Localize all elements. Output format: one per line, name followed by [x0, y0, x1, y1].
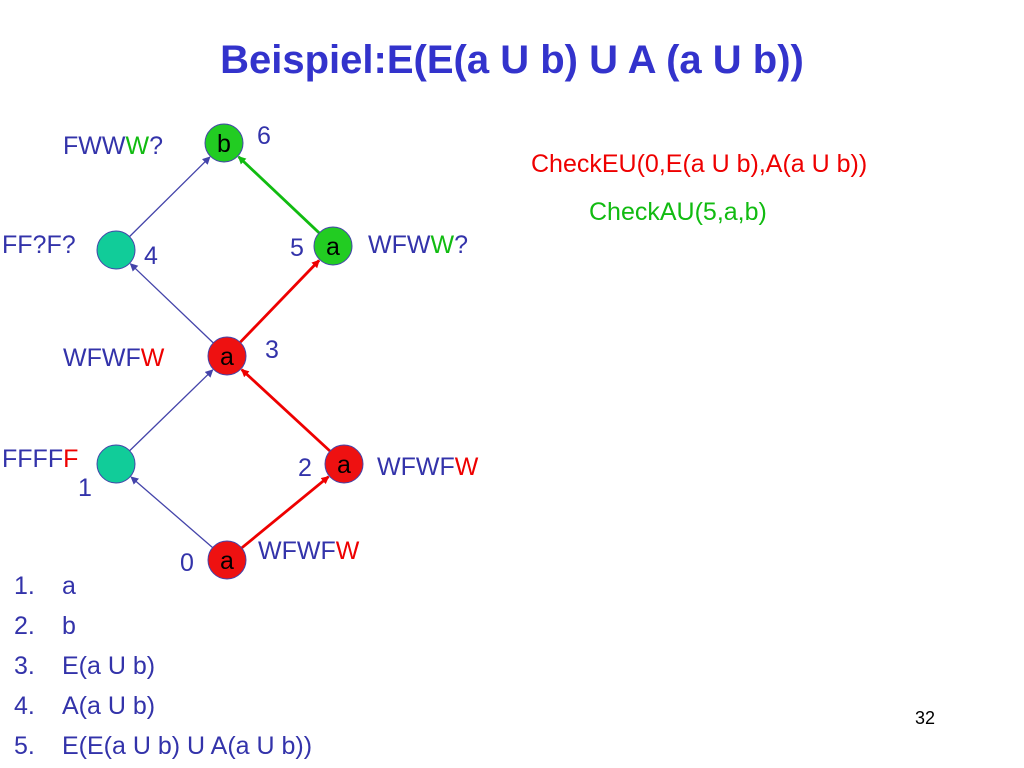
list-item: 1. a [14, 566, 312, 606]
list-item-text: E(a U b) [62, 652, 156, 680]
list-item-number: 3. [14, 652, 35, 680]
state-node-0-proposition: a [220, 547, 234, 575]
state-node-3 [207, 336, 247, 376]
node-label-5: WFWW? [368, 233, 468, 258]
node-label-4-prefix: FF?F? [2, 231, 76, 259]
state-node-5-proposition: a [326, 233, 340, 261]
edge-3-to-4 [129, 263, 214, 344]
edge-3-to-5 [239, 259, 321, 344]
node-label-6-highlight: W [125, 132, 150, 160]
node-number-6: 6 [257, 122, 271, 150]
node-label-5-highlight: W [430, 231, 455, 259]
list-item-number: 5. [14, 732, 35, 760]
node-label-5-prefix: WFW [368, 231, 431, 259]
list-item: 2. b [14, 606, 312, 646]
subformula-list: 1. a 2. b 3. E(a U b) 4. A(a U b) 5. E(E(a U … [14, 566, 312, 766]
node-number-4: 4 [144, 242, 158, 270]
node-label-0-prefix: WFWF [258, 537, 336, 565]
state-node-4 [96, 230, 136, 270]
node-number-2: 2 [298, 454, 312, 482]
state-node-3-proposition: a [220, 343, 234, 371]
node-number-0: 0 [180, 549, 194, 577]
state-node-6-proposition: b [217, 130, 231, 158]
state-node-2 [324, 444, 364, 484]
list-item-text: a [62, 572, 76, 600]
edge-layer [129, 155, 331, 550]
list-item-number: 1. [14, 572, 35, 600]
node-layer: a a a a b [96, 123, 364, 580]
list-item-text: E(E(a U b) U A(a U b)) [62, 732, 313, 760]
node-label-3-highlight: W [140, 344, 165, 372]
node-label-6: FWWW? [63, 134, 163, 159]
node-label-0: WFWFW [258, 539, 359, 564]
list-item-text: A(a U b) [62, 692, 156, 720]
node-label-2-highlight: W [454, 453, 479, 481]
check-eu-call: CheckEU(0,E(a U b),A(a U b)) [531, 150, 868, 178]
node-label-2-prefix: WFWF [377, 453, 455, 481]
edge-2-to-3 [240, 368, 331, 453]
node-label-2: WFWFW [377, 455, 478, 480]
list-item: 3. E(a U b) [14, 646, 312, 686]
state-node-2-proposition: a [337, 451, 351, 479]
edge-5-to-6 [237, 155, 321, 234]
state-node-5 [313, 226, 353, 266]
list-item: 5. E(E(a U b) U A(a U b)) [14, 726, 312, 766]
node-label-6-suffix: ? [149, 132, 163, 160]
list-item-text: b [62, 612, 76, 640]
state-node-0 [207, 540, 247, 580]
node-label-1-highlight: F [63, 445, 79, 473]
node-label-4: FF?F? [2, 233, 76, 258]
node-number-3: 3 [265, 336, 279, 364]
node-label-3-prefix: WFWF [63, 344, 141, 372]
edge-4-to-6 [129, 156, 211, 238]
page-number: 32 [915, 708, 936, 728]
list-item-number: 2. [14, 612, 35, 640]
edge-0-to-2 [240, 475, 330, 550]
list-item: 4. A(a U b) [14, 686, 312, 726]
node-label-5-suffix: ? [454, 231, 468, 259]
edge-1-to-3 [129, 369, 214, 452]
state-node-6 [204, 123, 244, 163]
node-label-6-prefix: FWW [63, 132, 126, 160]
check-au-call: CheckAU(5,a,b) [589, 198, 767, 226]
node-number-1: 1 [78, 474, 92, 502]
edge-0-to-1 [130, 476, 214, 549]
slide-title: Beispiel:E(E(a U b) U A (a U b)) [220, 38, 804, 82]
node-number-5: 5 [290, 234, 304, 262]
node-label-3: WFWFW [63, 346, 164, 371]
node-label-1: FFFFF [2, 447, 78, 472]
node-label-0-highlight: W [335, 537, 360, 565]
list-item-number: 4. [14, 692, 35, 720]
node-label-1-prefix: FFFF [2, 445, 64, 473]
state-node-1 [96, 444, 136, 484]
